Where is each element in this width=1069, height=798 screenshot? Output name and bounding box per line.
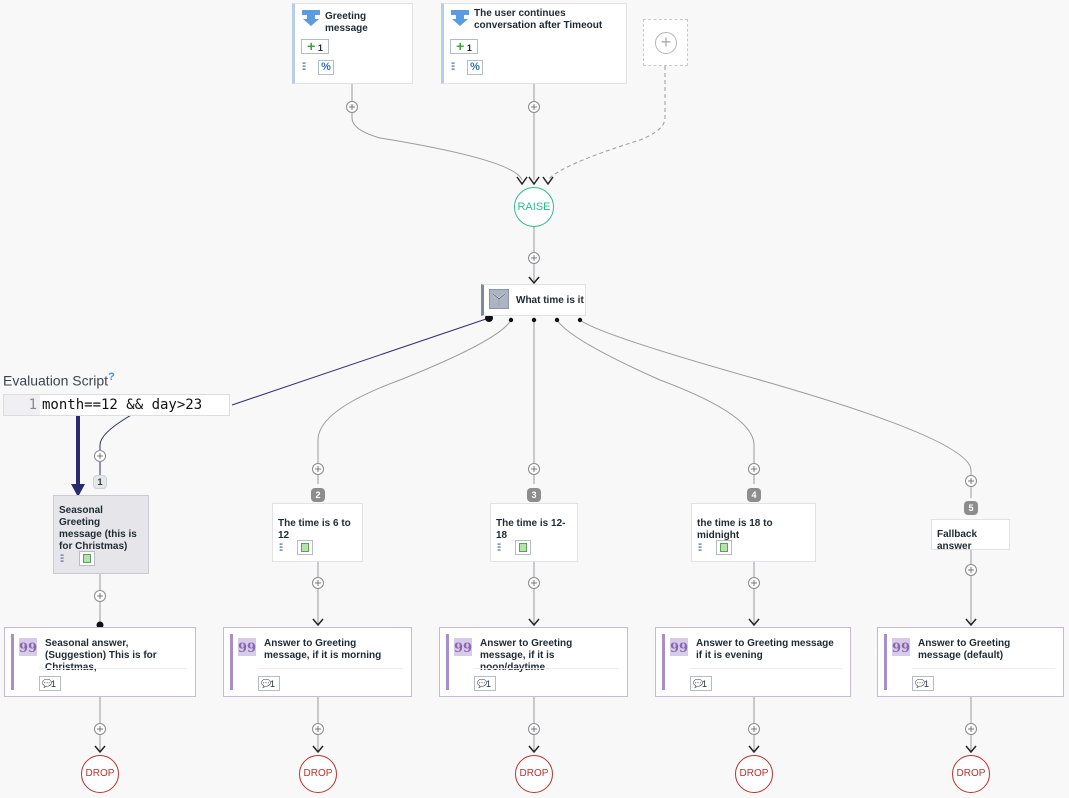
- condition-fallback[interactable]: Fallback answer: [931, 519, 1010, 552]
- condition-badge: 2: [311, 488, 325, 502]
- answer-daytime[interactable]: 99 Answer to Greeting message, if it is …: [439, 627, 628, 697]
- switch-icon: [489, 289, 509, 309]
- drop-node[interactable]: DROP: [81, 755, 119, 793]
- branch-what-time-is-it[interactable]: What time is it: [481, 284, 586, 316]
- trigger-title: Greeting message: [325, 11, 368, 34]
- variant-count: 1: [317, 43, 323, 53]
- answer-seasonal[interactable]: 99 Seasonal answer, (Suggestion) This is…: [4, 627, 196, 697]
- speech-bubble-icon: 💬: [42, 679, 52, 688]
- drop-label: DROP: [739, 768, 769, 779]
- percent-icon: %: [470, 61, 480, 73]
- condition-title: Seasonal Greeting message (this is for C…: [59, 505, 137, 552]
- variants-button[interactable]: 💬1: [39, 676, 61, 691]
- condition-badge: 3: [527, 488, 541, 502]
- condition-time-12-18[interactable]: The time is 12-18 ⫶⫶: [490, 503, 578, 562]
- drop-label: DROP: [303, 768, 333, 779]
- evaluation-script-label: Evaluation Script?: [3, 371, 115, 389]
- add-variant-button[interactable]: + 1: [301, 39, 329, 54]
- drop-node[interactable]: DROP: [299, 755, 337, 793]
- quote-icon: 99: [892, 638, 910, 656]
- answer-title: Answer to Greeting message if it is even…: [696, 638, 834, 661]
- script-button[interactable]: [297, 540, 313, 555]
- drop-node[interactable]: DROP: [952, 755, 990, 793]
- drop-node[interactable]: DROP: [735, 755, 773, 793]
- equalizer-icon: ⫶⫶: [451, 62, 455, 73]
- add-trigger-slot[interactable]: +: [643, 19, 688, 66]
- condition-badge: 1: [93, 475, 107, 489]
- trigger-funnel-icon: [451, 10, 469, 26]
- percent-button[interactable]: %: [318, 60, 334, 75]
- equalizer-icon: ⫶⫶: [60, 554, 64, 565]
- condition-time-18-midnight[interactable]: the time is 18 to midnight ⫶⫶: [691, 503, 816, 562]
- script-button[interactable]: [716, 540, 732, 555]
- script-button[interactable]: [515, 540, 531, 555]
- trigger-greeting-message[interactable]: Greeting message + 1 ⫶⫶ %: [292, 3, 413, 84]
- quote-icon: 99: [238, 638, 256, 656]
- line-number: 1: [4, 395, 40, 415]
- plus-icon: +: [307, 38, 316, 54]
- answer-title: Answer to Greeting message, if it is mor…: [264, 638, 382, 661]
- variants-button[interactable]: 💬1: [690, 676, 712, 691]
- eval-label-text: Evaluation Script: [3, 372, 109, 389]
- drop-label: DROP: [85, 768, 115, 779]
- script-icon: [301, 543, 309, 552]
- equalizer-icon: ⫶⫶: [279, 543, 283, 554]
- speech-bubble-icon: 💬: [477, 679, 487, 688]
- script-icon: [519, 543, 527, 552]
- trigger-timeout-continuation[interactable]: The user continues conversation after Ti…: [441, 3, 627, 84]
- quote-icon: 99: [19, 638, 37, 656]
- answer-title: Seasonal answer, (Suggestion) This is fo…: [45, 638, 157, 673]
- trigger-funnel-icon: [302, 10, 320, 26]
- drop-node[interactable]: DROP: [515, 755, 553, 793]
- condition-time-6-12[interactable]: The time is 6 to 12 ⫶⫶: [272, 503, 363, 562]
- equalizer-icon: ⫶⫶: [698, 543, 702, 554]
- trigger-title: The user continues conversation after Ti…: [474, 8, 603, 31]
- variants-count: 1: [486, 679, 492, 689]
- speech-bubble-icon: 💬: [915, 679, 925, 688]
- variants-button[interactable]: 💬1: [258, 676, 280, 691]
- answer-default[interactable]: 99 Answer to Greeting message (default) …: [877, 627, 1064, 697]
- drop-label: DROP: [956, 768, 986, 779]
- answer-title: Answer to Greeting message (default): [918, 638, 1011, 661]
- equalizer-icon: ⫶⫶: [302, 62, 306, 73]
- variants-count: 1: [270, 679, 276, 689]
- script-icon: [83, 554, 91, 563]
- equalizer-icon: ⫶⫶: [497, 543, 501, 554]
- raise-node[interactable]: RAISE: [514, 187, 554, 227]
- script-icon: [720, 543, 728, 552]
- condition-badge: 4: [747, 488, 761, 502]
- raise-label: RAISE: [517, 201, 551, 213]
- condition-seasonal-greeting[interactable]: Seasonal Greeting message (this is for C…: [53, 495, 149, 574]
- condition-title: The time is 6 to 12: [278, 518, 351, 541]
- drop-label: DROP: [519, 768, 549, 779]
- script-button[interactable]: [79, 551, 95, 566]
- branch-title: What time is it: [516, 295, 584, 306]
- percent-icon: %: [321, 61, 331, 73]
- variants-button[interactable]: 💬1: [912, 676, 934, 691]
- speech-bubble-icon: 💬: [261, 679, 271, 688]
- answer-morning[interactable]: 99 Answer to Greeting message, if it is …: [223, 627, 412, 697]
- variants-count: 1: [924, 679, 930, 689]
- condition-title: the time is 18 to midnight: [697, 518, 773, 541]
- quote-icon: 99: [670, 638, 688, 656]
- add-variant-button[interactable]: + 1: [450, 39, 478, 54]
- script-code[interactable]: month==12 && day>23: [42, 397, 203, 413]
- percent-button[interactable]: %: [467, 60, 483, 75]
- evaluation-script-editor[interactable]: 1 month==12 && day>23: [3, 394, 230, 416]
- answer-evening[interactable]: 99 Answer to Greeting message if it is e…: [655, 627, 851, 697]
- plus-circle-icon: +: [655, 32, 677, 54]
- speech-bubble-icon: 💬: [693, 679, 703, 688]
- condition-title: The time is 12-18: [496, 518, 566, 541]
- variant-count: 1: [466, 43, 472, 53]
- condition-badge: 5: [964, 501, 978, 515]
- plus-icon: +: [456, 38, 465, 54]
- variants-button[interactable]: 💬1: [474, 676, 496, 691]
- answer-title: Answer to Greeting message, if it is noo…: [480, 638, 573, 673]
- variants-count: 1: [702, 679, 708, 689]
- quote-icon: 99: [454, 638, 472, 656]
- variants-count: 1: [51, 679, 57, 689]
- condition-title: Fallback answer: [937, 529, 978, 552]
- help-icon[interactable]: ?: [108, 371, 115, 383]
